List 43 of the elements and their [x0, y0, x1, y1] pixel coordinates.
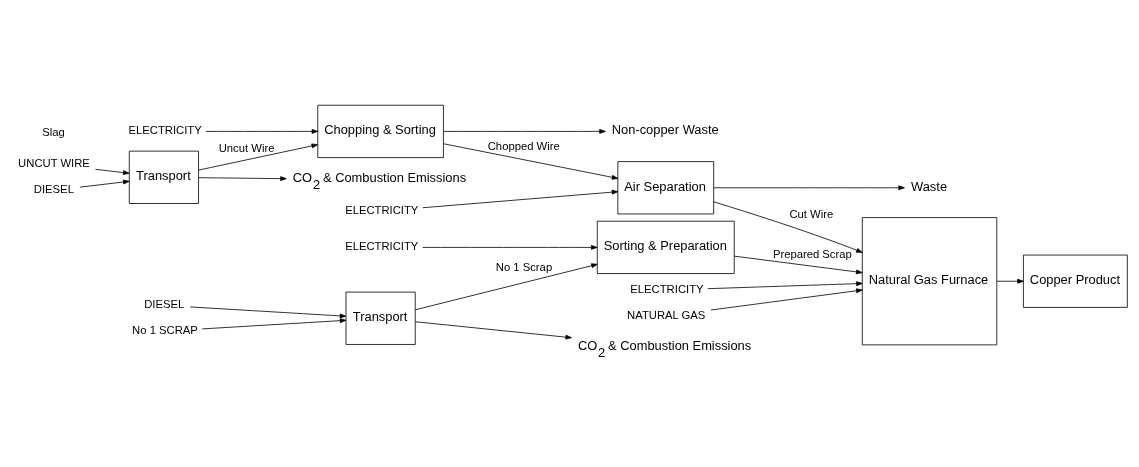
- node-box: Air Separation: [617, 161, 715, 215]
- node-box: Natural Gas Furnace: [861, 217, 998, 346]
- arrow: [414, 321, 572, 340]
- edge-label: Prepared Scrap: [772, 248, 852, 261]
- arrow: [201, 318, 347, 330]
- arrow: [713, 185, 905, 191]
- arrow: [189, 306, 347, 319]
- arrow: [422, 245, 598, 250]
- node-text: UNCUT WIRE: [18, 157, 90, 170]
- node-box: Chopping & Sorting: [317, 104, 444, 158]
- arrow: [443, 143, 619, 180]
- edge-label: Chopped Wire: [487, 140, 560, 153]
- node-text: DIESEL: [33, 183, 74, 196]
- edge-label: Cut Wire: [789, 207, 834, 220]
- node-text: ELECTRICITY: [128, 124, 202, 137]
- arrow: [198, 176, 287, 181]
- arrow: [713, 201, 863, 253]
- node-text: DIESEL: [144, 298, 185, 311]
- node-box: Transport: [345, 291, 416, 345]
- node-box: Transport: [128, 150, 199, 204]
- node-text: ELECTRICITY: [345, 240, 419, 253]
- node-text: ELECTRICITY: [345, 204, 419, 217]
- arrow: [707, 281, 863, 290]
- node-text: No 1 SCRAP: [132, 324, 198, 337]
- node-box: Sorting & Preparation: [596, 220, 735, 274]
- arrow: [734, 255, 863, 275]
- arrow: [95, 168, 130, 175]
- arrow: [422, 189, 619, 209]
- edge-label: No 1 Scrap: [495, 260, 553, 273]
- node-text: Waste: [911, 178, 948, 194]
- edge-label: Uncut Wire: [218, 141, 275, 154]
- arrow: [205, 129, 319, 134]
- arrow: [443, 129, 606, 134]
- arrow: [198, 143, 318, 171]
- node-text: NATURAL GAS: [627, 308, 706, 321]
- node-text: Non-copper Waste: [611, 122, 719, 138]
- node-text: ELECTRICITY: [630, 283, 704, 296]
- arrow: [79, 179, 130, 188]
- arrow: [710, 288, 863, 311]
- label: Slag: [42, 125, 65, 138]
- arrow: [996, 278, 1024, 284]
- arrow: [414, 263, 598, 311]
- node-box: Copper Product: [1023, 254, 1128, 308]
